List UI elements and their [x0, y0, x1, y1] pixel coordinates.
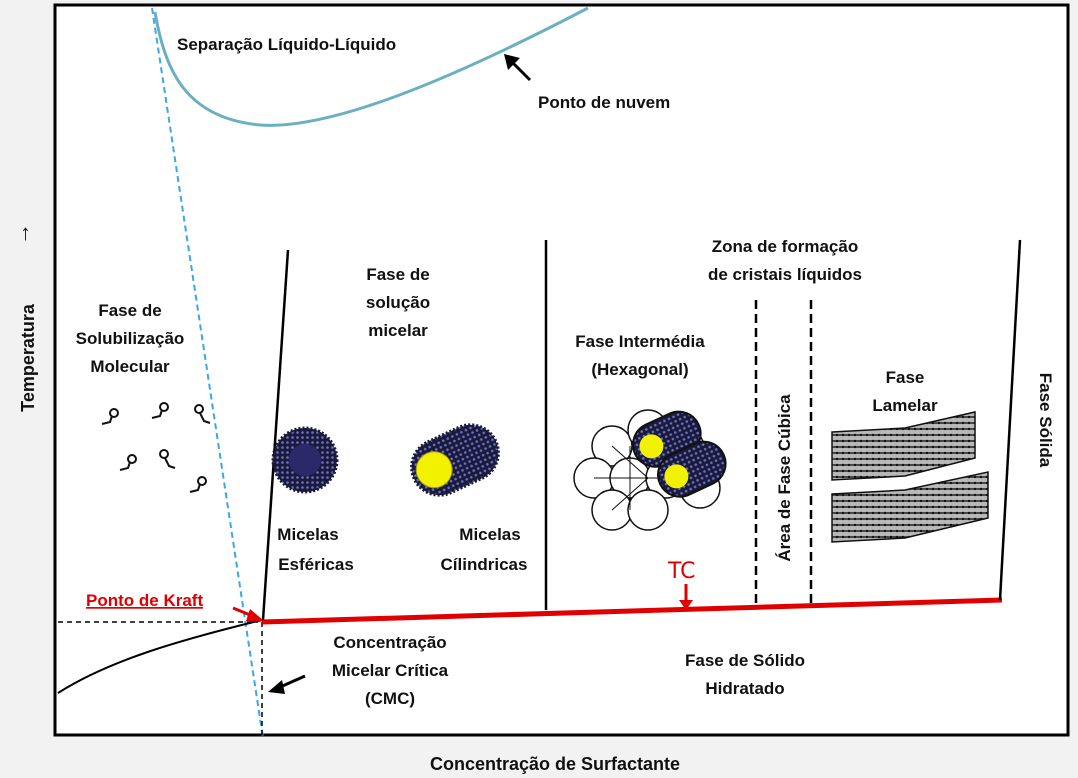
label-micellar-3: micelar — [368, 321, 428, 340]
label-cmc-3: (CMC) — [365, 689, 415, 708]
cmc-line — [151, 7, 264, 739]
kraft-line — [261, 597, 1003, 625]
label-micellar-2: solução — [366, 293, 430, 312]
label-solid: Fase Sólida — [1036, 373, 1055, 468]
label-cylindrical-2: Cílindricas — [441, 555, 528, 574]
y-axis-label: Temperatura — [18, 303, 38, 412]
tc-arrowhead — [679, 600, 693, 610]
label-spherical-2: Esféricas — [278, 555, 354, 574]
hexagonal-phase-icon — [573, 409, 727, 531]
label-hydrated-1: Fase de Sólido — [685, 651, 805, 670]
x-axis-label: Concentração de Surfactante — [430, 754, 680, 774]
y-axis-arrow: ↑ — [20, 220, 31, 245]
label-cmc-2: Micelar Crítica — [332, 661, 449, 680]
cloud-point-curve — [153, 6, 589, 127]
label-lc-zone-2: de cristais líquidos — [708, 265, 862, 284]
label-cmc-1: Concentração — [333, 633, 446, 652]
lamellar-phase-icon — [831, 411, 989, 543]
label-molecular-1: Fase de — [98, 301, 161, 320]
label-cubic: Área de Fase Cúbica — [775, 394, 794, 562]
solid-boundary — [998, 239, 1022, 601]
label-kraft-point: Ponto de Kraft — [86, 591, 203, 610]
kraft-arrowhead — [246, 609, 264, 621]
label-cloud-point: Ponto de nuvem — [538, 93, 670, 112]
label-molecular-3: Molecular — [90, 357, 170, 376]
surfactant-molecules — [101, 402, 211, 493]
cylindrical-micelle-icon — [410, 423, 500, 497]
label-hexagonal-2: (Hexagonal) — [591, 360, 688, 379]
label-hydrated-2: Hidratado — [705, 679, 784, 698]
label-liquid-liquid: Separação Líquido-Líquido — [177, 35, 396, 54]
micellar-boundary — [261, 249, 290, 621]
label-lc-zone-1: Zona de formação — [712, 237, 858, 256]
cloud-point-arrowhead — [504, 54, 520, 70]
label-tc: TC — [667, 559, 696, 584]
label-micellar-1: Fase de — [366, 265, 429, 284]
label-lamellar-1: Fase — [886, 368, 925, 387]
spherical-micelle-icon — [271, 426, 339, 494]
label-spherical-1: Micelas — [277, 525, 338, 544]
cmc-arrowhead — [268, 680, 285, 694]
label-molecular-2: Solubilização — [76, 329, 185, 348]
solubility-curve — [57, 619, 263, 694]
label-hexagonal-1: Fase Intermédia — [575, 332, 705, 351]
label-cylindrical-1: Micelas — [459, 525, 520, 544]
label-lamellar-2: Lamelar — [872, 396, 938, 415]
